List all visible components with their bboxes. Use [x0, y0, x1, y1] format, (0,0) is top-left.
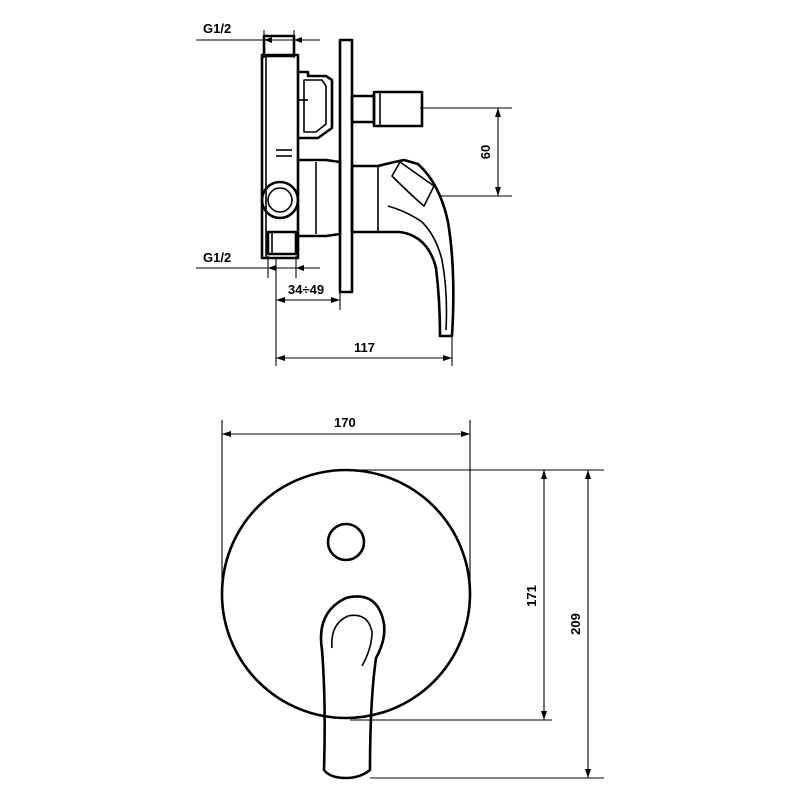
- dim-overall-depth: 117: [276, 336, 453, 366]
- label-depth-range: 34÷49: [288, 282, 324, 297]
- diverter-button: [326, 522, 366, 562]
- dim-thread-bottom: G1/2: [196, 250, 320, 278]
- label-plate-width: 170: [334, 415, 356, 430]
- wall-plate: [338, 38, 354, 294]
- label-overall-depth: 117: [354, 340, 375, 355]
- lever-handle: [350, 158, 455, 338]
- label-overall-height: 209: [568, 613, 583, 635]
- dim-plate-width: 170: [221, 415, 471, 594]
- label-outlet-spacing: 60: [478, 145, 493, 159]
- diverter-knob: [350, 90, 424, 128]
- dim-thread-top: G1/2: [196, 21, 320, 58]
- valve-body: [260, 34, 300, 260]
- cover-plate: [220, 468, 472, 720]
- dim-depth-range: 34÷49: [275, 258, 341, 366]
- front-lever-handle: [319, 595, 386, 780]
- label-handle-height: 171: [524, 585, 539, 607]
- dim-outlet-spacing: 60: [420, 107, 512, 197]
- dim-handle-height: 171: [346, 469, 604, 721]
- dim-overall-height: 209: [370, 470, 604, 779]
- side-view: G1/2 G1/2 34÷49 117: [196, 21, 512, 366]
- front-view: 170 171 209: [220, 415, 604, 780]
- diverter-cylinder: [260, 149, 342, 238]
- label-thread-bottom: G1/2: [203, 250, 231, 265]
- label-thread-top: G1/2: [203, 21, 231, 36]
- cartridge-housing: [296, 70, 334, 140]
